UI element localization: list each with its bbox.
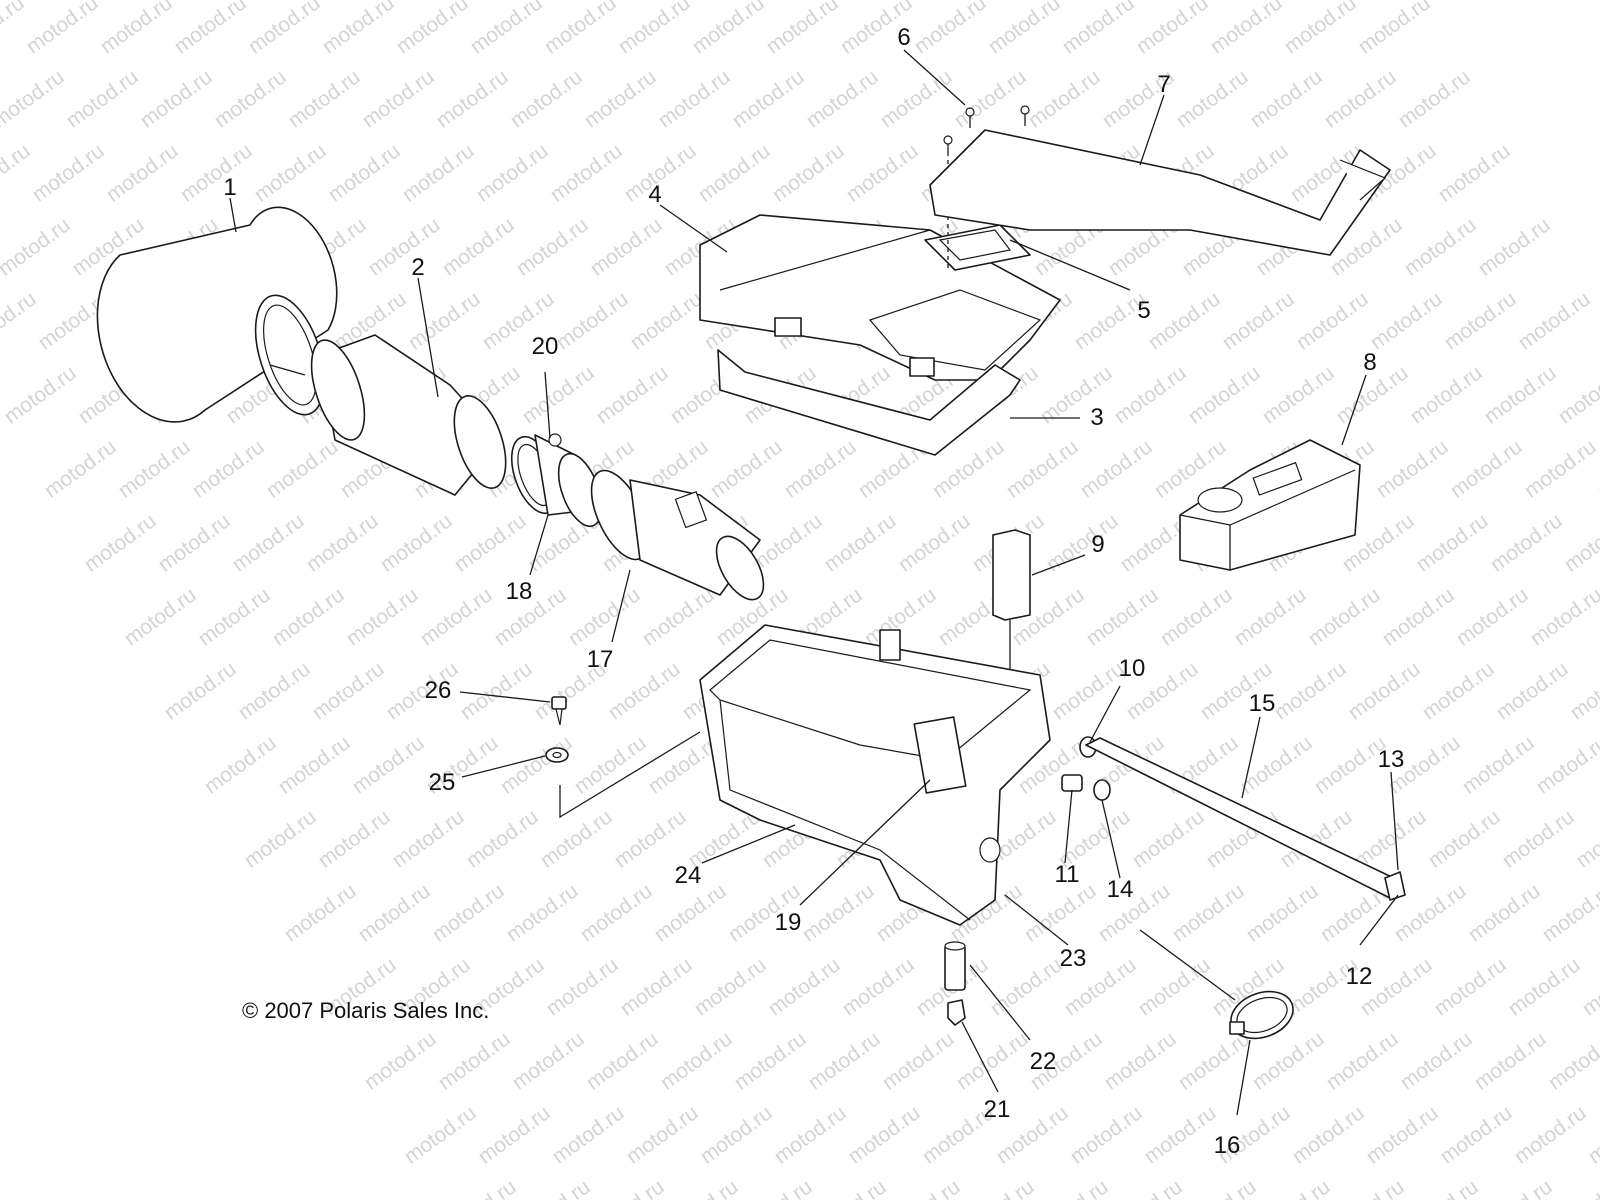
callout-20: 20 [531,333,559,360]
callout-9: 9 [1091,531,1105,558]
part-26-bolt [551,696,567,726]
callout-4: 4 [648,181,662,208]
callout-25: 25 [428,769,456,796]
callout-21: 21 [983,1096,1011,1123]
callout-13: 13 [1377,746,1405,773]
callout-8: 8 [1363,349,1377,376]
callout-22: 22 [1029,1048,1057,1075]
part-25-washer [545,747,569,763]
part-8-foam-block [1179,439,1361,571]
callout-16: 16 [1213,1132,1241,1159]
part-18-20-coupler-clamp [510,433,603,528]
callout-2: 2 [411,254,425,281]
copyright-notice: © 2007 Polaris Sales Inc. [242,998,490,1023]
callout-18: 18 [505,578,533,605]
callout-26: 26 [424,677,452,704]
callout-11: 11 [1054,861,1080,888]
callout-24: 24 [674,862,702,889]
part-16-hose-clamp [1229,990,1294,1040]
callout-5: 5 [1137,297,1151,324]
part-2-filter-element [310,334,507,496]
leader-lines [229,49,1399,1116]
part-15-drain-hose [1085,737,1406,901]
part-5-plate [924,224,1031,271]
callout-10: 10 [1118,655,1146,682]
callout-12: 12 [1345,963,1373,990]
part-22-drain-tube [944,941,966,991]
callout-3: 3 [1090,404,1104,431]
callout-23: 23 [1059,945,1087,972]
part-17-inlet-tube [590,469,765,601]
part-11-fitting [1061,774,1083,792]
callout-1: 1 [223,174,237,201]
part-1-prefilter [96,206,338,423]
callout-7: 7 [1157,71,1171,98]
part-24-airbox-base [699,624,1051,926]
callout-19: 19 [774,909,802,936]
part-3-gasket [717,349,1021,456]
callout-6: 6 [897,24,911,51]
part-21-drain-plug [947,999,966,1026]
part-14-cap [1093,779,1111,801]
part-7-intake-duct [929,129,1391,256]
part-9-foam-pad [992,529,1031,670]
callout-17: 17 [586,646,614,673]
callout-14: 14 [1106,876,1134,903]
callout-15: 15 [1248,690,1276,717]
